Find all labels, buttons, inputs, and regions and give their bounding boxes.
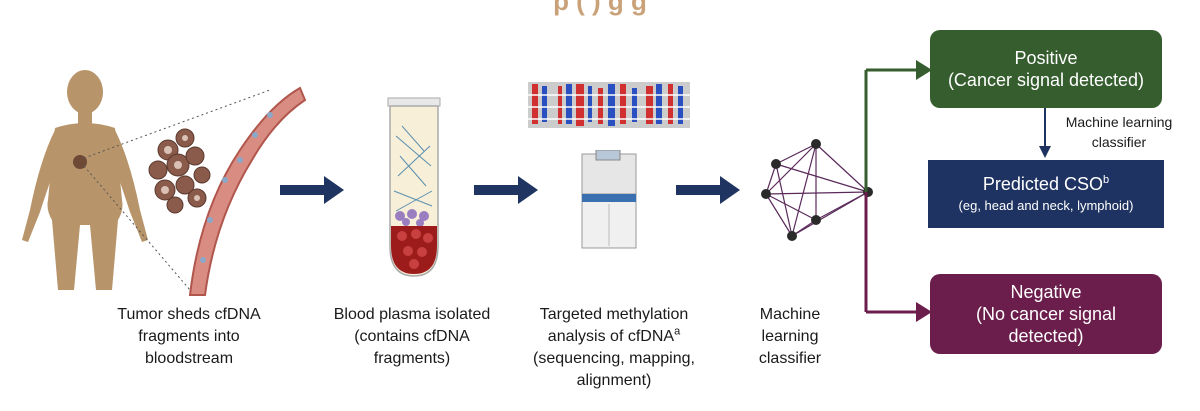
footnote-a: a xyxy=(674,325,681,338)
caption-line: Machine xyxy=(759,306,821,323)
classifier-label-line: classifier xyxy=(1091,134,1147,150)
negative-outcome-box: Negative (No cancer signal detected) xyxy=(930,274,1162,354)
negative-subtitle: (No cancer signal xyxy=(975,304,1117,324)
positive-title: Positive xyxy=(1014,48,1078,68)
step-caption-classifier: Machine learning classifier xyxy=(740,304,840,370)
caption-line: (sequencing, mapping, xyxy=(533,350,695,367)
caption-line: learning xyxy=(761,328,819,345)
negative-subtitle: detected) xyxy=(1008,326,1084,346)
caption-line: Blood plasma isolated xyxy=(333,306,491,323)
arrow-icon xyxy=(676,176,740,204)
predicted-title: Predicted CSO xyxy=(982,174,1103,194)
caption-line: Targeted methylation xyxy=(539,306,689,323)
human-body-icon xyxy=(22,70,148,290)
classifier-label-line: Machine learning xyxy=(1065,114,1173,130)
classifier-label: Machine learning classifier xyxy=(1044,112,1194,152)
arrow-icon xyxy=(474,176,538,204)
tumor-spot xyxy=(73,155,87,169)
positive-outcome-box: Positive (Cancer signal detected) xyxy=(930,30,1162,108)
caption-line: bloodstream xyxy=(144,350,234,367)
tumor-shedding-illustration xyxy=(22,70,307,296)
step-caption-plasma: Blood plasma isolated (contains cfDNA fr… xyxy=(322,304,502,370)
branch-connector xyxy=(864,60,932,322)
predicted-subtitle: (eg, head and neck, lymphoid) xyxy=(958,198,1134,213)
arrow-icon xyxy=(280,176,344,204)
predicted-cso-box: Predicted CSOb (eg, head and neck, lymph… xyxy=(928,160,1164,228)
caption-line: (contains cfDNA xyxy=(354,328,470,345)
blood-vessel xyxy=(188,86,307,296)
arrow-down-icon xyxy=(1039,108,1051,158)
caption-line: fragments) xyxy=(373,350,451,367)
caption-line: classifier xyxy=(758,350,822,367)
negative-title: Negative xyxy=(1010,282,1082,302)
step-caption-methylation: Targeted methylation analysis of cfDNAa … xyxy=(524,304,704,392)
ml-network-icon xyxy=(761,139,873,241)
test-tube-icon xyxy=(387,97,441,277)
tumor-cells-icon xyxy=(148,128,211,214)
caption-line: fragments into xyxy=(138,328,240,345)
caption-line: analysis of cfDNA xyxy=(547,328,675,345)
footnote-b: b xyxy=(1102,174,1110,186)
sequencer-icon xyxy=(581,150,637,249)
caption-line: Tumor sheds cfDNA xyxy=(117,306,261,323)
step-caption-tumor: Tumor sheds cfDNA fragments into bloodst… xyxy=(104,304,274,370)
positive-subtitle: (Cancer signal detected) xyxy=(947,70,1145,90)
methylation-heatmap xyxy=(528,82,690,128)
clipped-title: p ( ) g g xyxy=(553,0,647,16)
caption-line: alignment) xyxy=(576,372,652,389)
